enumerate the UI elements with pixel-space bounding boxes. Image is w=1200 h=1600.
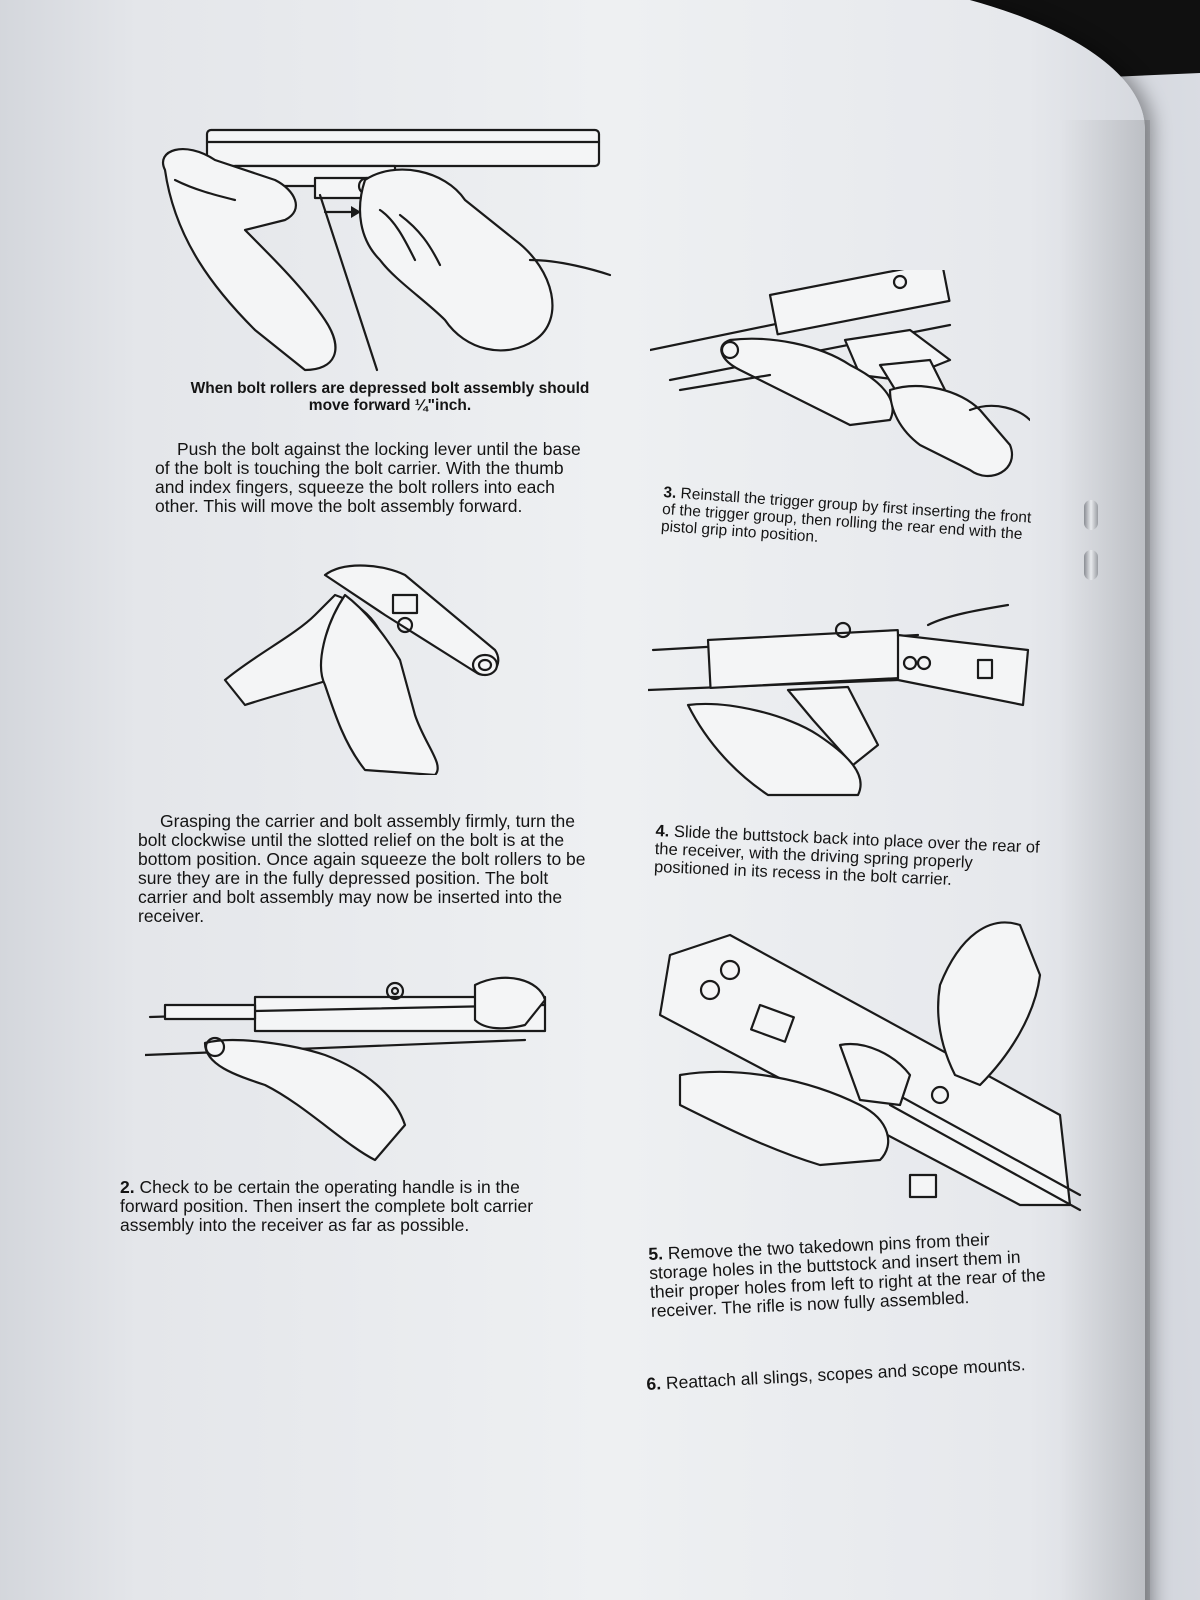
binder-staple [1084,550,1098,580]
illustration-bolt-rollers-depressed [155,120,615,380]
illustration-insert-takedown-pins [640,905,1100,1235]
binder-staple [1084,500,1098,530]
step-number: 6. [645,1373,662,1394]
manual-page [0,0,1145,1600]
step-number: 4. [655,822,670,841]
step-text: Check to be certain the operating handle… [120,1177,534,1235]
figure-caption: When bolt rollers are depressed bolt ass… [190,380,590,414]
illustration-bolt-assembly-grip [215,555,515,775]
illustration-reinstall-trigger-group [650,270,1030,500]
step-number: 2. [120,1177,135,1197]
page-curl-shadow [1060,120,1150,1600]
step-2: 2. Check to be certain the operating han… [120,1178,570,1235]
illustration-slide-buttstock [648,595,1038,805]
step-number: 3. [662,484,677,502]
paragraph-push-bolt: Push the bolt against the locking lever … [155,439,581,516]
illustration-insert-bolt-carrier [145,975,555,1165]
paragraph-grasp-carrier: Grasping the carrier and bolt assembly f… [138,811,586,926]
step-number: 5. [647,1243,664,1264]
